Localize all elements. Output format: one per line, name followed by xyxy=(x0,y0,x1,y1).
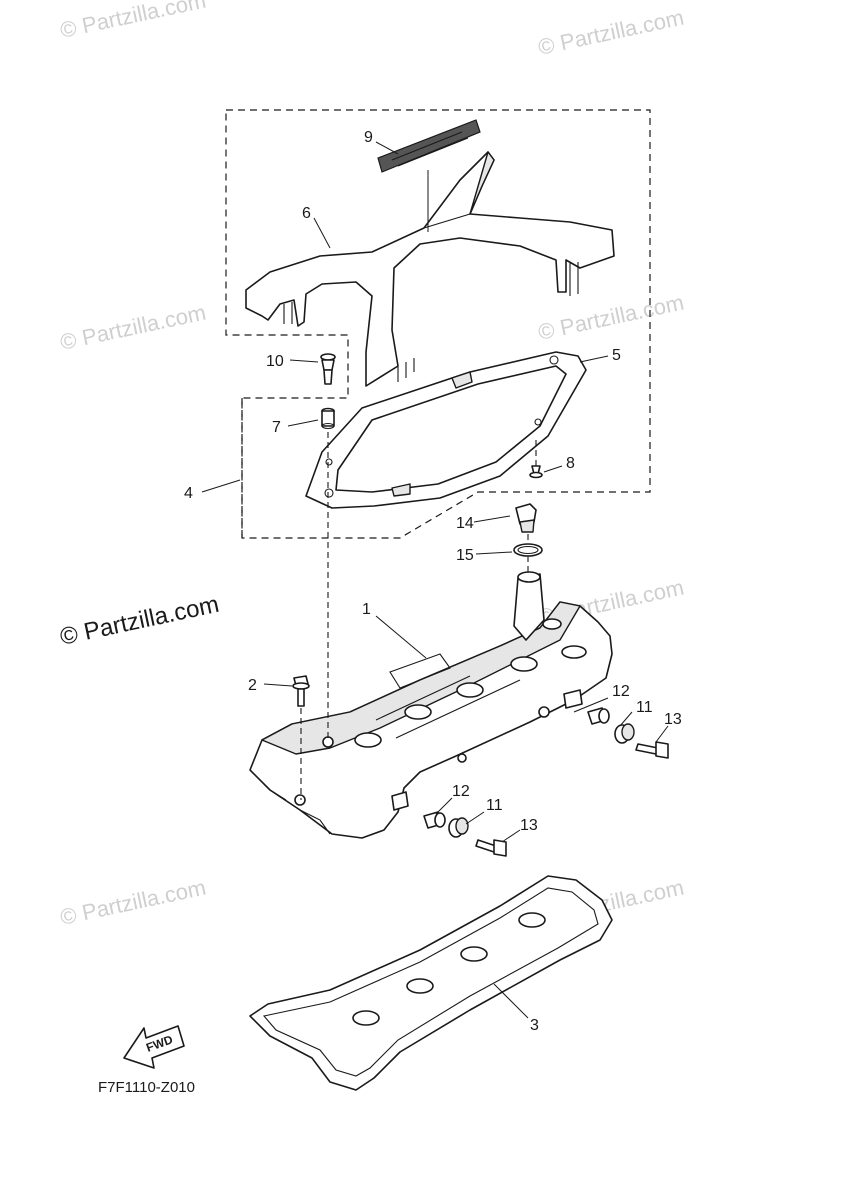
part-11-grommet-upper xyxy=(614,723,635,744)
callout-15: 15 xyxy=(456,547,474,564)
part-8-grommet xyxy=(529,465,543,479)
part-3-head-gasket xyxy=(249,875,613,1091)
part-10-bolt xyxy=(320,353,336,385)
part-6-top-cover xyxy=(245,151,615,387)
callout-8: 8 xyxy=(566,455,575,472)
part-1-head-cover xyxy=(249,571,613,839)
callout-12-upper: 12 xyxy=(612,683,630,700)
diagram-code: F7F1110-Z010 xyxy=(98,1079,195,1096)
callout-11-lower: 11 xyxy=(486,797,503,814)
watermark-text: © Partzilla.com xyxy=(58,0,208,43)
assembly-group-outline xyxy=(225,109,651,539)
callout-5: 5 xyxy=(612,347,621,364)
callout-6: 6 xyxy=(302,205,311,222)
callout-labels: 9 6 10 7 4 5 8 14 15 1 2 12 11 13 12 11 … xyxy=(184,129,682,1034)
part-14-filler-cap xyxy=(515,503,537,533)
callout-10: 10 xyxy=(266,353,284,370)
watermark-text: © Partzilla.com xyxy=(58,300,208,355)
part-12-seal-lower xyxy=(423,811,446,829)
part-2-bolt xyxy=(292,675,310,707)
callout-13-lower: 13 xyxy=(520,817,538,834)
leader-lines xyxy=(201,141,669,1019)
callout-4: 4 xyxy=(184,485,193,502)
callout-11-upper: 11 xyxy=(636,699,653,716)
callout-1: 1 xyxy=(362,601,371,618)
part-9-emblem xyxy=(377,119,481,173)
callout-2: 2 xyxy=(248,677,257,694)
callout-14: 14 xyxy=(456,515,474,532)
callout-13-upper: 13 xyxy=(664,711,682,728)
part-13-bolt-upper xyxy=(635,741,669,759)
callout-9: 9 xyxy=(364,129,373,146)
part-13-bolt-lower xyxy=(475,839,507,857)
watermark-text: © Partzilla.com xyxy=(58,875,208,930)
part-7-collar xyxy=(321,407,335,430)
callout-7: 7 xyxy=(272,419,281,436)
part-11-grommet-lower xyxy=(448,817,469,838)
watermark-text: © Partzilla.com xyxy=(536,5,686,60)
watermark-text: © Partzilla.com xyxy=(536,290,686,345)
watermark-main-text: © Partzilla.com xyxy=(58,591,222,651)
callout-3: 3 xyxy=(530,1017,539,1034)
callout-12-lower: 12 xyxy=(452,783,470,800)
part-12-seal-upper xyxy=(587,707,610,725)
fwd-arrow-icon: FWD xyxy=(123,1025,185,1069)
part-5-gasket-frame xyxy=(305,351,587,509)
